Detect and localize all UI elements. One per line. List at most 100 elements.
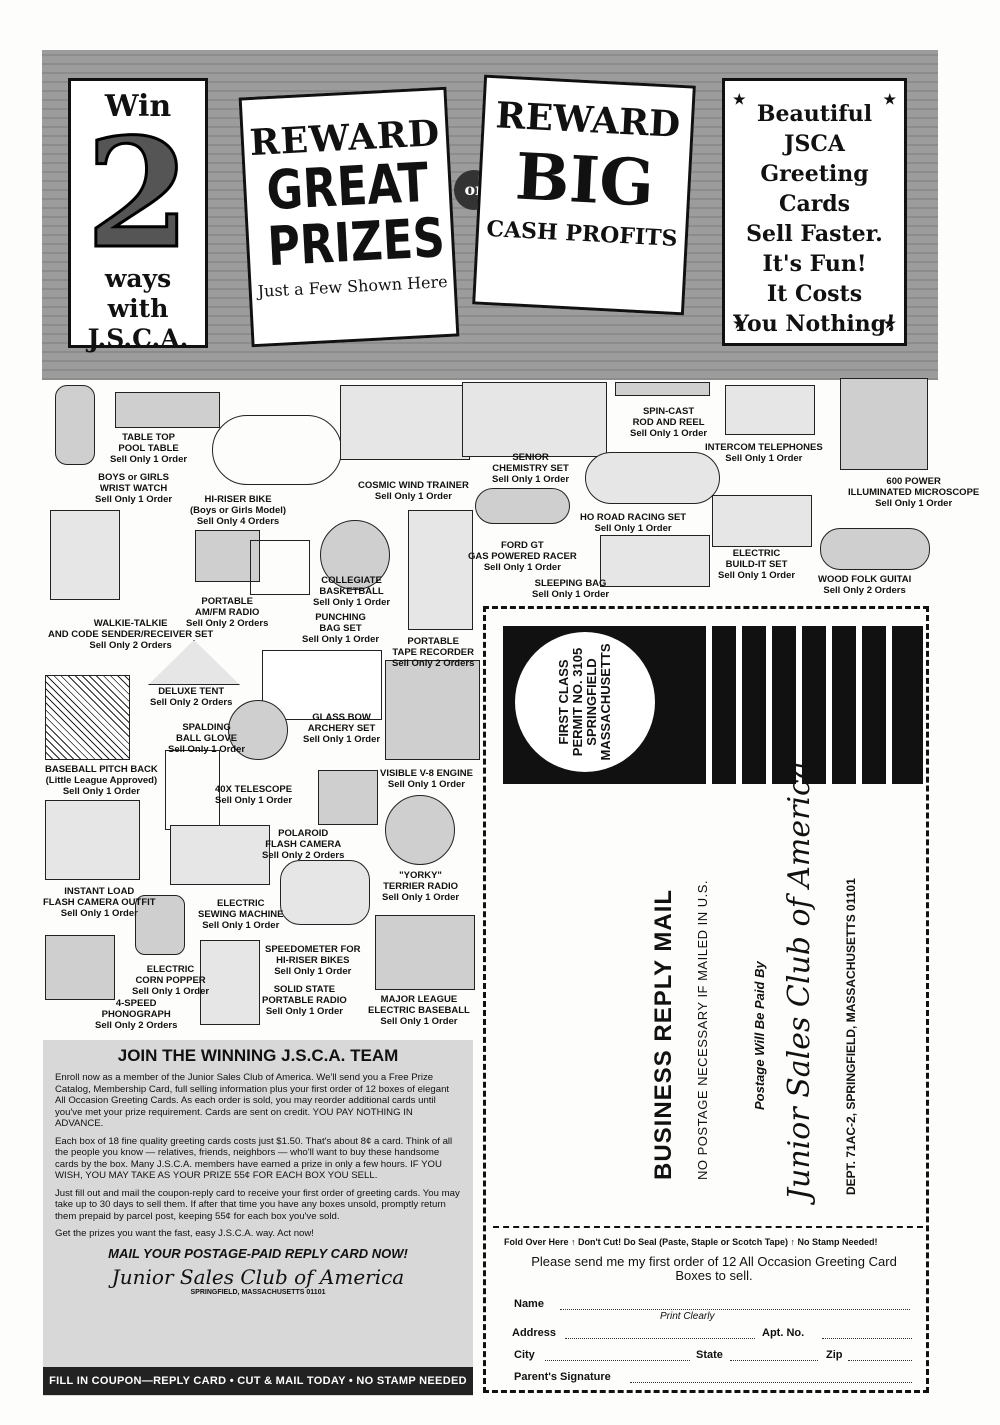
telescope-illustration (165, 750, 220, 830)
postage-stripe (826, 626, 832, 784)
punching-bag-illustration (250, 540, 310, 595)
state-field[interactable] (730, 1360, 818, 1361)
sewing-machine-illustration (170, 825, 270, 885)
address-label: Address (512, 1327, 557, 1339)
greeting-line: Beautiful (756, 101, 873, 127)
greeting-line: It Costs (766, 281, 863, 307)
greeting-line: JSCA (784, 131, 845, 157)
glove-illustration (228, 700, 288, 760)
zip-label: Zip (826, 1349, 843, 1361)
microscope-illustration (840, 378, 928, 470)
basketball-illustration (320, 520, 390, 590)
greeting-line: It's Fun! (762, 251, 867, 277)
star-icon: ★ (883, 92, 896, 108)
yorky-radio-illustration (385, 795, 455, 865)
walkie-talkie-illustration (50, 510, 120, 600)
cash-big: BIG (513, 139, 656, 222)
archery-set-illustration (262, 650, 382, 720)
no-postage-notice: NO POSTAGE NECESSARY IF MAILED IN U.S. (695, 879, 710, 1180)
join-info-box: JOIN THE WINNING J.S.C.A. TEAM Enroll no… (43, 1040, 473, 1396)
postage-stripe (886, 626, 892, 784)
order-request: Please send me my first order of 12 All … (531, 1254, 897, 1283)
fold-instructions: Fold Over Here ↑ Don't Cut! Do Seal (Pas… (504, 1237, 878, 1247)
prizes-prizes: PRIZES (265, 206, 447, 279)
city-field[interactable] (545, 1360, 690, 1361)
bike-illustration (212, 415, 342, 485)
greeting-cards-sign: ★ ★ ★ ★ Beautiful JSCA Greeting Cards Se… (722, 78, 907, 346)
join-paragraph: Each box of 18 fine quality greeting car… (55, 1135, 453, 1182)
postage-paid-by: Postage Will Be Paid By (752, 961, 767, 1110)
prize-label: BASEBALL PITCH BACK(Little League Approv… (45, 764, 158, 797)
name-field[interactable] (560, 1309, 910, 1310)
win-top: Win (104, 89, 172, 124)
win-number: 2 (84, 106, 191, 282)
tape-recorder-illustration (408, 510, 473, 630)
sleeping-bag-illustration (600, 535, 710, 587)
polaroid-illustration (318, 770, 378, 825)
build-it-set-illustration (712, 495, 812, 547)
apt-field[interactable] (822, 1338, 912, 1339)
state-label: State (696, 1349, 723, 1361)
win-bottom-1: ways with (104, 264, 172, 323)
star-icon: ★ (733, 92, 746, 108)
address-field[interactable] (565, 1338, 755, 1339)
racing-set-illustration (585, 452, 720, 504)
win-bottom-2: J.S.C.A. (87, 324, 189, 353)
great-prizes-sign: REWARD GREAT PRIZES Just a Few Shown Her… (238, 86, 460, 348)
prize-label: HI-RISER BIKE(Boys or Girls Model)Sell O… (190, 494, 287, 527)
intercom-illustration (725, 385, 815, 435)
permit-circle: FIRST CLASS PERMIT NO. 3105 SPRINGFIELD … (515, 632, 655, 772)
fill-in-bar: FILL IN COUPON—REPLY CARD • CUT & MAIL T… (43, 1367, 473, 1395)
permit-text: FIRST CLASS PERMIT NO. 3105 SPRINGFIELD … (556, 643, 613, 761)
zip-field[interactable] (848, 1360, 912, 1361)
radio-illustration (195, 530, 260, 582)
ford-gt-illustration (475, 488, 570, 524)
cash-profits-sign: REWARD BIG CASH PROFITS (472, 74, 696, 316)
greeting-line: Greeting Cards (760, 161, 869, 217)
parent-signature-field[interactable] (630, 1382, 912, 1383)
chemistry-set-illustration (462, 382, 607, 457)
parent-signature-label: Parent's Signature (514, 1371, 611, 1383)
fold-line (493, 1226, 923, 1228)
star-icon: ★ (733, 316, 746, 332)
club-logo: Junior Sales Club of America (111, 1264, 405, 1289)
join-paragraph: Enroll now as a member of the Junior Sal… (55, 1072, 450, 1129)
card-dept-address: DEPT. 71AC-2, SPRINGFIELD, MASSACHUSETTS… (844, 878, 858, 1195)
pool-table-illustration (115, 392, 220, 428)
guitar-illustration (820, 528, 930, 570)
corn-popper-illustration (135, 895, 185, 955)
greeting-line: You Nothing! (733, 311, 896, 337)
reply-card[interactable] (483, 606, 929, 1393)
postage-stripe (736, 626, 742, 784)
greeting-line: Sell Faster. (746, 221, 883, 247)
phonograph-illustration (45, 935, 115, 1000)
name-label: Name (514, 1298, 544, 1310)
rod-illustration (615, 382, 710, 396)
watch-illustration (55, 385, 95, 465)
